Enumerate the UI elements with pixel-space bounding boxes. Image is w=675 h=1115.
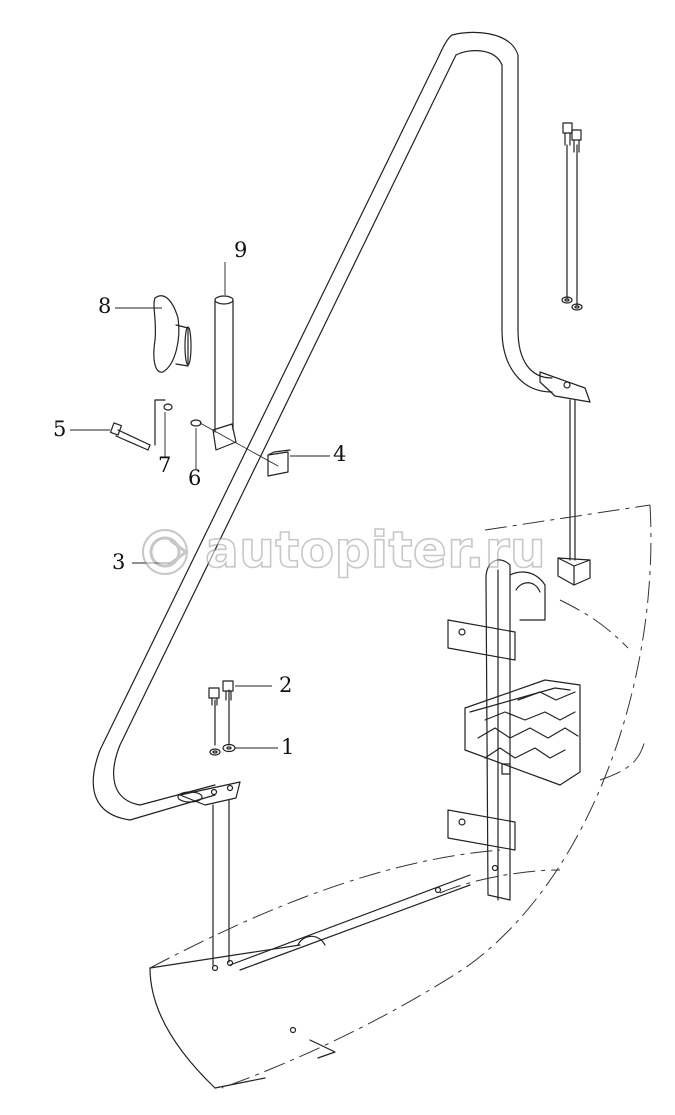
post-tube xyxy=(212,295,237,451)
leader-lines xyxy=(70,262,330,749)
callout-7: 7 xyxy=(158,453,172,477)
handrail-tube xyxy=(92,31,591,821)
fender-panel xyxy=(149,864,499,1089)
watermark-logo-icon xyxy=(142,529,189,575)
clamp-blocks xyxy=(267,449,591,586)
callout-4: 4 xyxy=(333,442,347,466)
callout-1: 1 xyxy=(281,735,295,759)
callout-2: 2 xyxy=(279,673,293,697)
handle-grip xyxy=(153,295,192,373)
callout-8: 8 xyxy=(98,294,112,318)
step-ladder xyxy=(447,559,581,901)
callout-6: 6 xyxy=(188,466,202,490)
watermark: autopiter.ru xyxy=(204,520,547,580)
phantom-outline xyxy=(149,504,652,1089)
callout-5: 5 xyxy=(53,417,67,441)
callout-3: 3 xyxy=(112,550,126,574)
bolts xyxy=(208,122,582,706)
callout-9: 9 xyxy=(234,238,248,262)
watermark-text: autopiter.ru xyxy=(204,520,547,580)
mounting-rods xyxy=(212,144,578,966)
pin-assembly xyxy=(109,399,279,467)
